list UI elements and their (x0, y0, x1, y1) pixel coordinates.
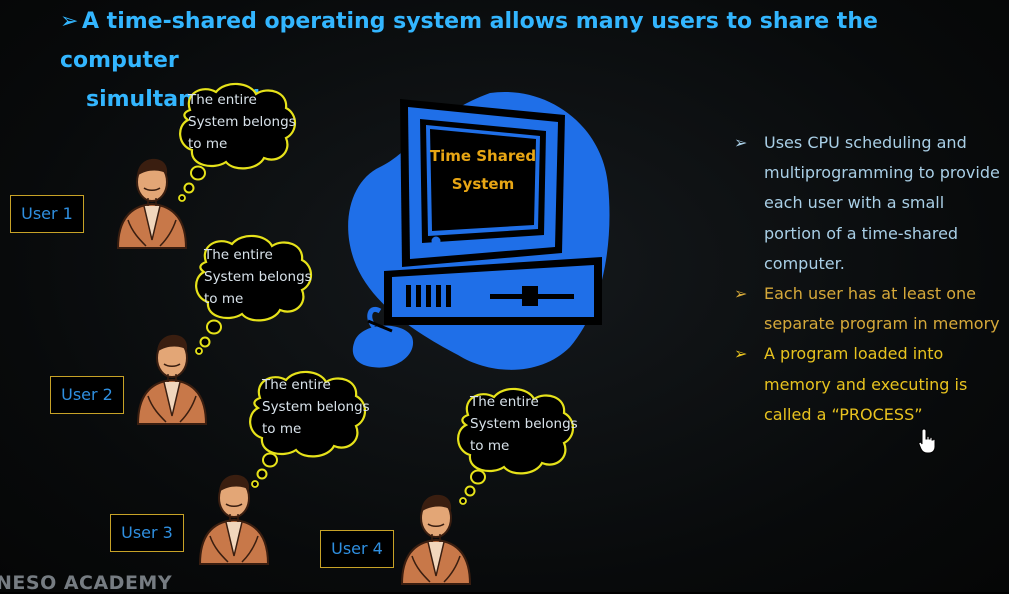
arrowhead-bullet-icon: ➢ (734, 344, 748, 364)
thought-line-3: to me (262, 421, 302, 437)
thought-line-2: System belongs (262, 399, 370, 415)
bullet-item-1: ➢ Uses CPU scheduling and multiprogrammi… (734, 128, 1004, 279)
thought-line-1: The entire (204, 247, 273, 263)
thought-line-2: System belongs (188, 114, 296, 130)
person-icon (116, 158, 188, 249)
headline-line-1: A time-shared operating system allows ma… (60, 9, 878, 73)
thought-line-2: System belongs (470, 416, 578, 432)
thought-line-1: The entire (470, 394, 539, 410)
screen-line-2: System (451, 175, 515, 193)
bullet-text: Each user has at least one separate prog… (764, 284, 1000, 334)
thought-line-1: The entire (188, 92, 257, 108)
thought-cloud-user-4: The entire System belongs to me (450, 385, 580, 510)
thought-cloud-user-2: The entire System belongs to me (188, 232, 318, 357)
computer-icon (348, 91, 610, 370)
arrowhead-bullet-icon: ➢ (734, 133, 748, 152)
arrowhead-bullet-icon: ➢ (734, 284, 748, 304)
arrowhead-bullet-icon: ➢ (60, 9, 79, 34)
screen-line-1: Time Shared (429, 147, 537, 165)
thought-line-2: System belongs (204, 269, 312, 285)
user-2-label: User 2 (50, 376, 124, 414)
bullet-item-2: ➢ Each user has at least one separate pr… (734, 279, 1004, 339)
thought-line-3: to me (470, 438, 510, 454)
user-1-label: User 1 (10, 195, 84, 233)
thought-cloud-user-1: The entire System belongs to me (172, 80, 302, 205)
hand-cursor-icon (918, 428, 936, 454)
thought-line-1: The entire (262, 377, 331, 393)
bullet-text: A program loaded into memory and executi… (764, 344, 968, 424)
computer-screen-label: Time Shared System (418, 142, 548, 198)
user-3-label: User 3 (110, 514, 184, 552)
person-icon (198, 474, 270, 565)
bullet-text: Uses CPU scheduling and multiprogramming… (764, 133, 1000, 273)
bullet-list: ➢ Uses CPU scheduling and multiprogrammi… (734, 128, 1004, 430)
watermark: NESO ACADEMY (0, 572, 173, 594)
person-icon (400, 494, 472, 585)
person-icon (136, 334, 208, 425)
user-4-label: User 4 (320, 530, 394, 568)
bullet-item-3: ➢ A program loaded into memory and execu… (734, 339, 1004, 430)
thought-cloud-user-3: The entire System belongs to me (242, 368, 372, 493)
thought-line-3: to me (204, 291, 244, 307)
thought-line-3: to me (188, 136, 228, 152)
